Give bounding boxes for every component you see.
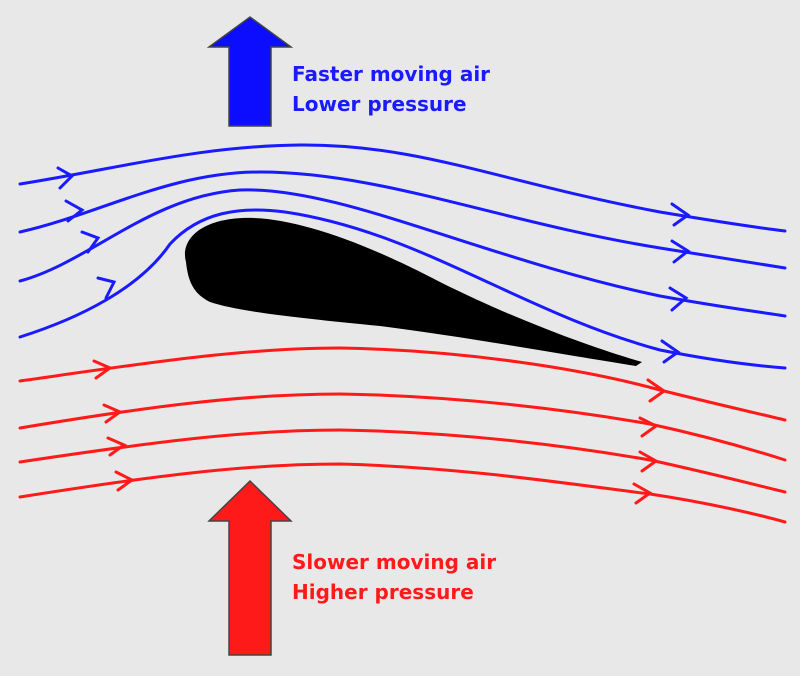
upper-arrowhead-1b (670, 202, 691, 227)
upper-arrowhead-4b (660, 339, 681, 364)
bottom-label: Slower moving air Higher pressure (292, 547, 496, 607)
upper-streamline-3 (18, 188, 787, 318)
upper-arrowhead-2a (64, 199, 85, 223)
upward-arrow-blue-icon (206, 16, 294, 127)
upper-streamlines (18, 143, 787, 370)
lower-streamline-1 (18, 346, 787, 422)
upper-arrowhead-1a (56, 166, 75, 190)
lower-arrowhead-1b (646, 378, 667, 403)
lower-arrowhead-2a (102, 403, 124, 424)
upper-arrowhead-3a (80, 230, 101, 254)
lower-arrowhead-1a (92, 359, 114, 380)
lower-arrowhead-2b (638, 416, 659, 438)
lower-arrowhead-3b (638, 450, 659, 473)
upper-streamline-4 (18, 208, 787, 370)
airfoil-shape (184, 217, 642, 366)
bottom-label-line1: Slower moving air (292, 550, 497, 574)
upper-streamline-2 (18, 170, 787, 270)
upper-streamline-1 (18, 143, 787, 233)
top-label-line1: Faster moving air (292, 62, 491, 86)
lower-arrowhead-4a (114, 470, 135, 492)
upward-arrow-red-icon (207, 479, 293, 656)
lower-arrowhead-4b (632, 482, 653, 505)
upper-arrowhead-4a (96, 276, 117, 300)
lower-arrowhead-3a (106, 436, 128, 457)
upper-arrowhead-3b (668, 286, 689, 312)
bottom-label-line2: Higher pressure (292, 580, 474, 604)
lower-streamline-4 (18, 462, 787, 524)
lower-streamlines (18, 346, 787, 524)
top-label-line2: Lower pressure (292, 92, 467, 116)
top-label: Faster moving air Lower pressure (292, 59, 490, 119)
upper-arrowhead-2b (670, 239, 691, 264)
lower-streamline-3 (18, 428, 787, 494)
lower-streamline-2 (18, 392, 787, 462)
